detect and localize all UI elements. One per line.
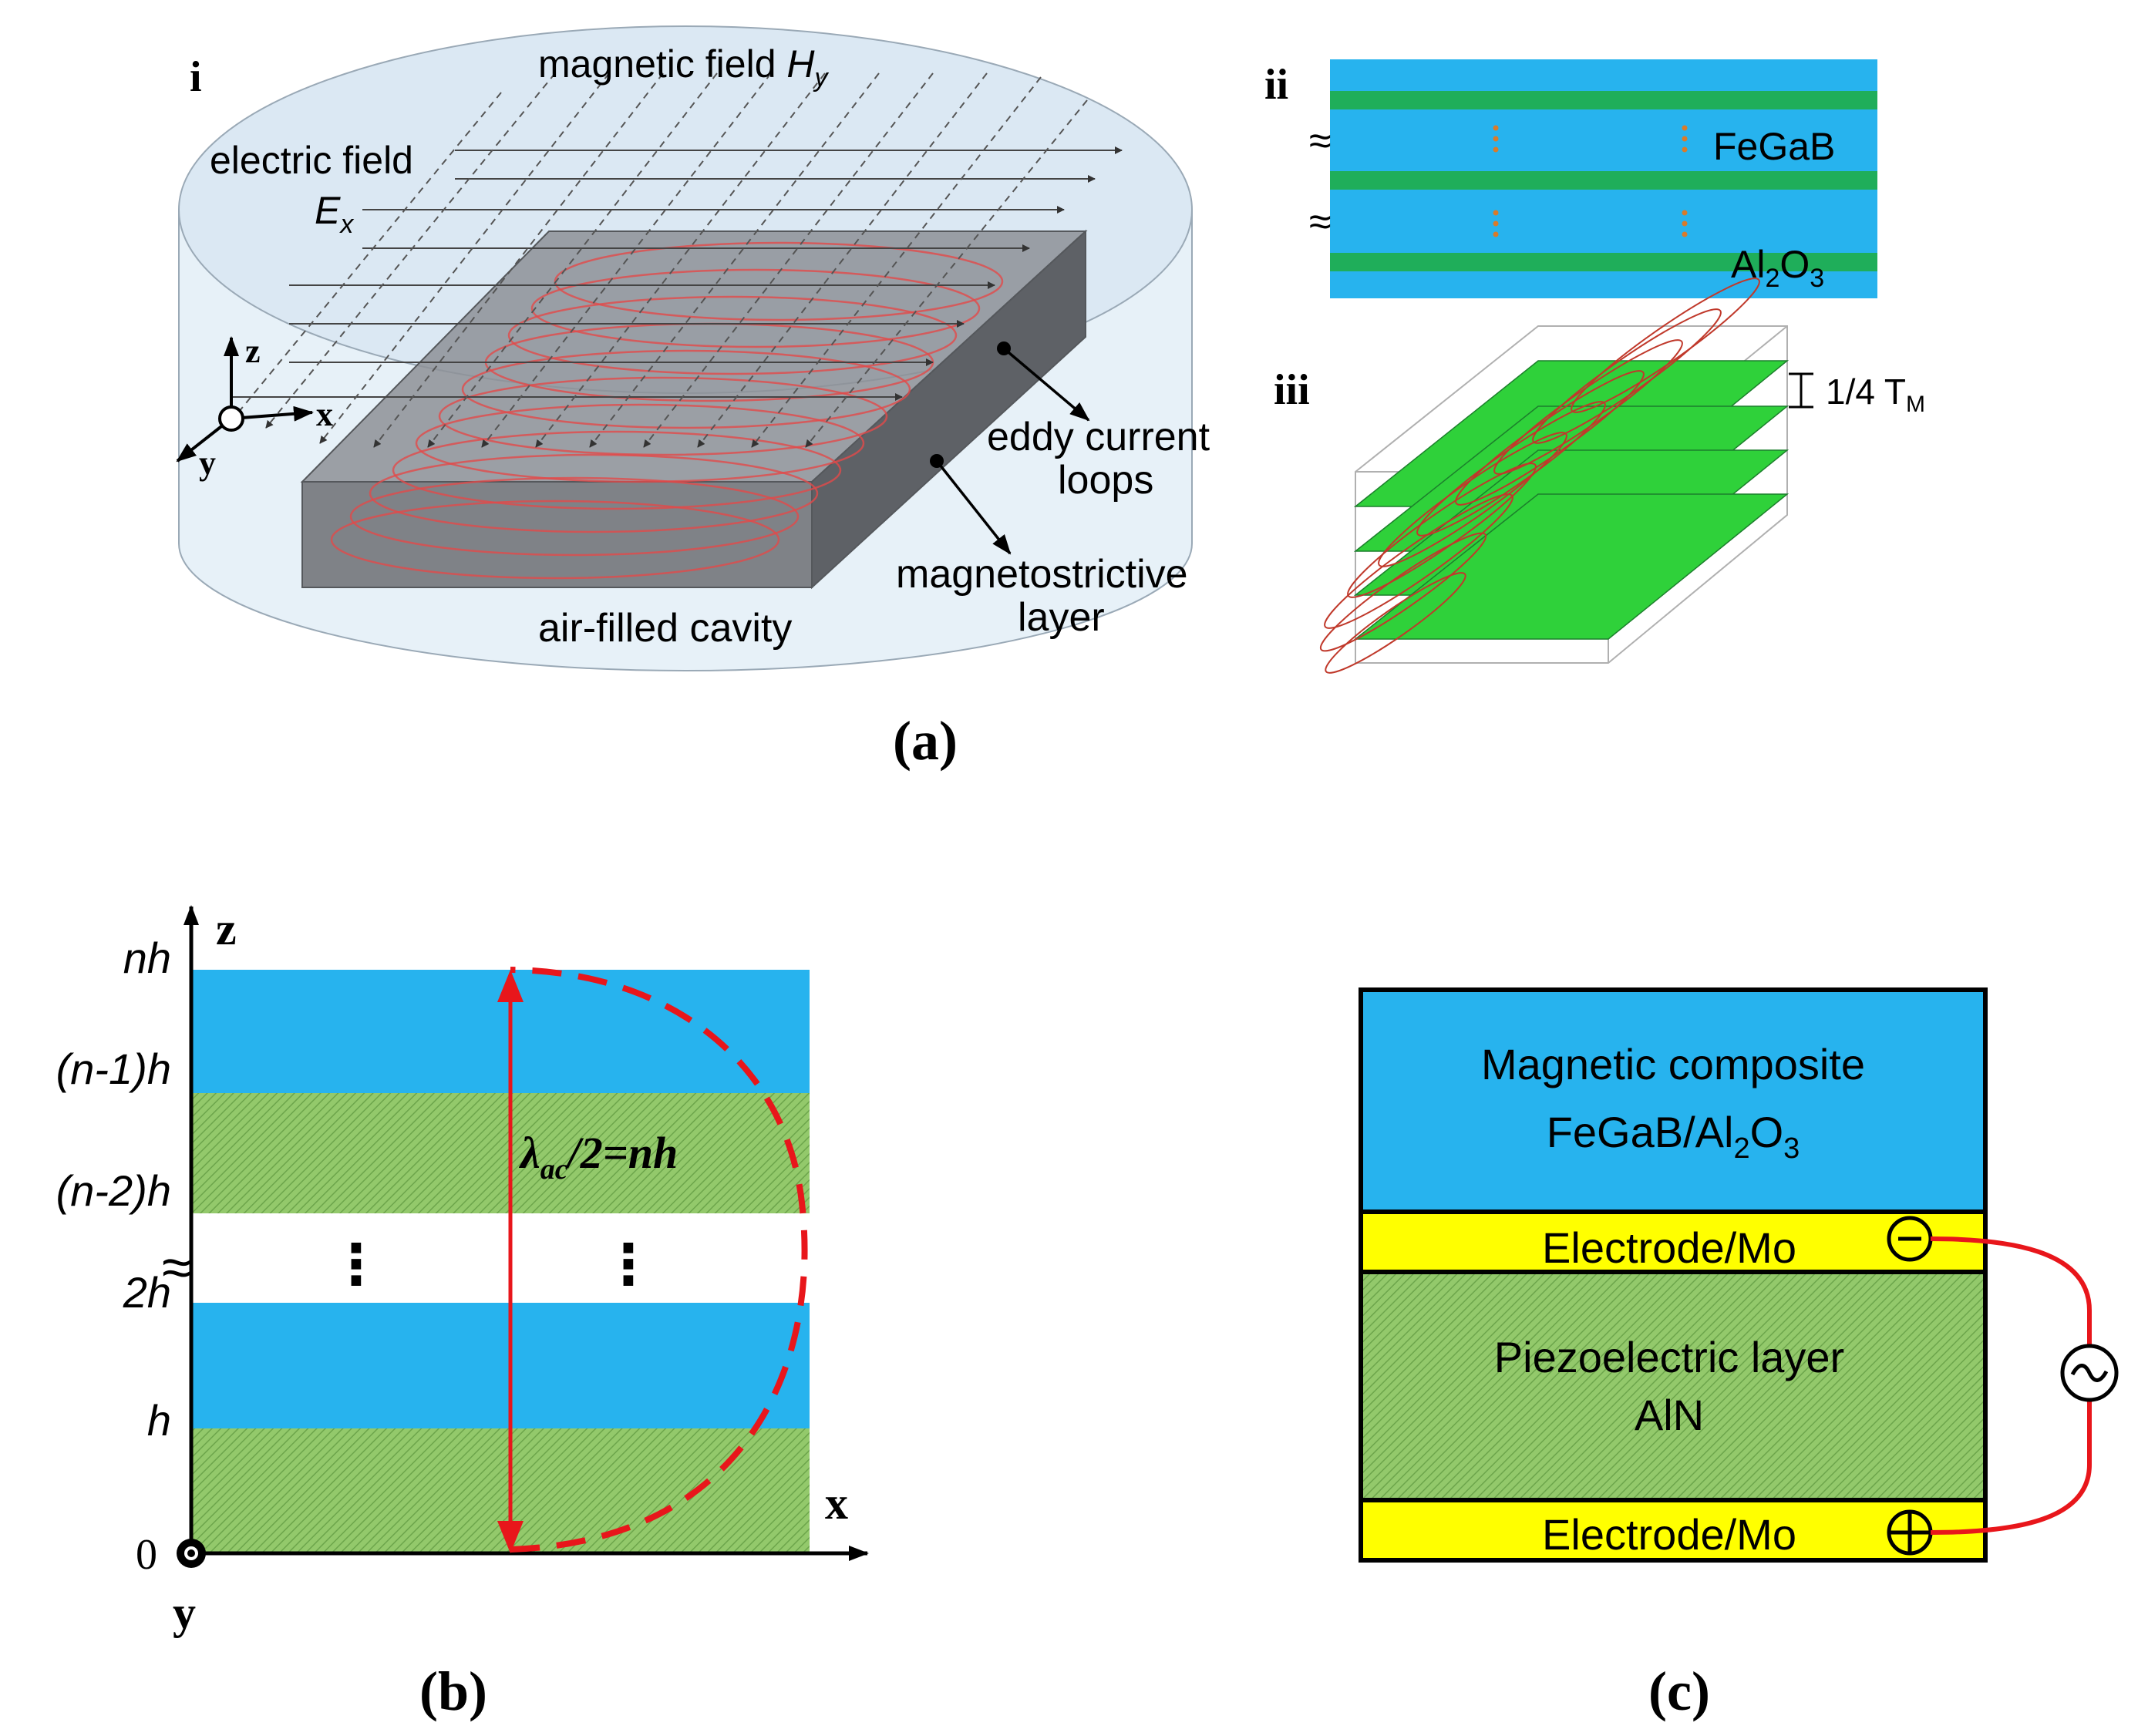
panel-c: Magnetic composite FeGaB/Al2O3 Electrode… (1359, 987, 2119, 1563)
axis-z-label: z (245, 332, 261, 370)
axis-y-label: y (199, 444, 216, 482)
electrode-bottom-label: Electrode/Mo (1542, 1510, 1796, 1559)
break-symbol-1: ≈ (1309, 119, 1332, 163)
wire-top (1930, 1236, 2092, 1346)
thickness-marker (1789, 372, 1813, 409)
piezoelectric-layer (1359, 1270, 1988, 1502)
green-layers (1353, 360, 1790, 640)
electric-field-label: electric field (210, 139, 413, 182)
caption-a: (a) (893, 710, 958, 772)
panel-a-i: z x y i magnetic field Hy electric field… (176, 25, 1210, 671)
subpanel-ii-label: ii (1264, 61, 1288, 109)
panel-b: z x y 0 nh (n-1)h (n-2)h 2h h ≈ ⋮ ⋮ λac/… (56, 903, 869, 1638)
top-electrode (1359, 1209, 1988, 1274)
origin-label: 0 (136, 1531, 157, 1579)
layer-eddy-loops (1319, 278, 1760, 674)
stripe-2 (1330, 171, 1877, 190)
quarter-tm-label: 1/4 TM (1826, 372, 1925, 417)
wire-bottom (1930, 1400, 2092, 1535)
axis-x-label: x (316, 395, 333, 433)
piezoelectric-label: Piezoelectric layer (1494, 1333, 1844, 1381)
fegab-label: FeGaB (1713, 125, 1835, 168)
axes-3d (176, 336, 314, 463)
break-symbol-2: ≈ (1309, 200, 1332, 244)
axis-z-label: z (216, 903, 237, 954)
subpanel-iii-label: iii (1274, 366, 1310, 414)
panel-a-iii: iii (1274, 278, 1925, 674)
cavity-label: air-filled cavity (538, 606, 792, 651)
axis-y-label: y (173, 1587, 196, 1638)
eddy-current-label: eddy current (987, 415, 1210, 459)
magnetic-composite-label: Magnetic composite (1481, 1040, 1865, 1088)
caption-b: (b) (419, 1660, 487, 1722)
caption-c: (c) (1648, 1660, 1710, 1722)
tick-2h: 2h (123, 1268, 171, 1317)
tick-nh: nh (123, 934, 171, 982)
arrowhead-up (497, 970, 524, 1002)
ellipsis-right: ⋮ (601, 1234, 656, 1296)
layer-green-bottom (191, 1428, 810, 1553)
axis-x-label: x (825, 1478, 848, 1529)
tick-n2h: (n-2)h (56, 1166, 171, 1215)
stripe-1 (1330, 91, 1877, 109)
tick-h: h (147, 1396, 171, 1445)
layer-blue-bottom (191, 1303, 810, 1428)
panel-a-ii: ii ≈ ≈ FeGaB Al2O3 (1264, 59, 1877, 298)
stripe-3 (1330, 253, 1877, 271)
arrowhead-down (497, 1521, 524, 1553)
slab-side-face (811, 229, 1086, 590)
stack-dots (1493, 125, 1688, 237)
layer-blue-top (191, 970, 810, 1093)
electrode-top-label: Electrode/Mo (1542, 1223, 1796, 1272)
fegab-al2o3-label: FeGaB/Al2O3 (1547, 1108, 1800, 1165)
axis-break: ≈ (162, 1237, 191, 1297)
ellipsis-left: ⋮ (328, 1234, 384, 1296)
eddy-loops-label: loops (1058, 458, 1153, 503)
magnetostrictive-label: magnetostrictive (896, 552, 1188, 597)
magnetic-field-lines (234, 72, 1088, 448)
subpanel-i-label: i (190, 53, 202, 101)
magnetic-composite-layer (1359, 987, 1988, 1214)
aln-label: AlN (1635, 1391, 1704, 1439)
electric-field-arrows (231, 146, 1123, 401)
electric-field-symbol: Ex (315, 189, 354, 239)
standing-wave (510, 967, 808, 1553)
layer-green-top (191, 1093, 810, 1213)
layer-label: layer (1018, 595, 1105, 640)
al2o3-label: Al2O3 (1731, 243, 1824, 293)
magnetic-field-label: magnetic field Hy (538, 42, 830, 93)
wavelength-equation: λac/2=nh (519, 1128, 678, 1186)
tick-n1h: (n-1)h (56, 1045, 171, 1093)
